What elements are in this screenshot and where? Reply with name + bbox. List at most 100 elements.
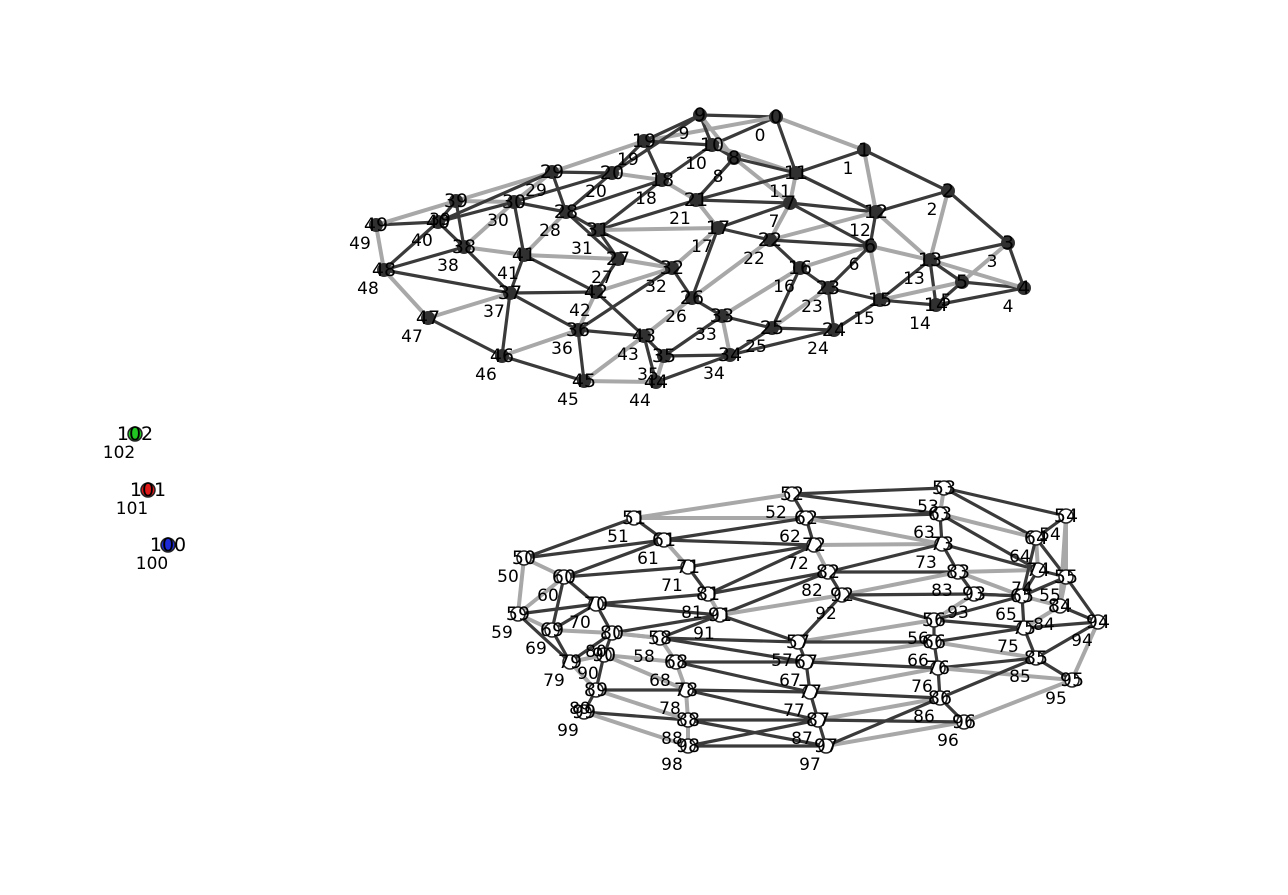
node-sublabel-14: 14 xyxy=(909,314,931,334)
lower-edge-87-86 xyxy=(816,696,942,722)
node-label-51: 51 xyxy=(622,507,646,529)
lower-edge-80-91 xyxy=(610,613,722,635)
node-sublabel-64: 64 xyxy=(1009,547,1031,567)
upper-edge-49-40 xyxy=(374,220,440,227)
node-75 xyxy=(1016,620,1032,636)
node-sublabel-66: 66 xyxy=(907,651,929,671)
node-29 xyxy=(545,165,559,179)
lower-edge-87-78 xyxy=(684,688,820,722)
node-label-42: 42 xyxy=(584,281,608,303)
node-74 xyxy=(1030,562,1046,578)
upper-edge-13-14 xyxy=(928,258,938,307)
node-94 xyxy=(1090,614,1106,630)
node-sublabel-86: 86 xyxy=(913,707,935,727)
upper-edge-20-30 xyxy=(512,171,614,204)
node-sublabel-77: 77 xyxy=(783,701,805,721)
lower-edge-51-52 xyxy=(632,492,794,520)
node-43 xyxy=(637,329,651,343)
upper-edge-0-1 xyxy=(774,115,866,152)
node-6 xyxy=(863,239,877,253)
node-102 xyxy=(127,426,143,442)
upper-edge-40-48 xyxy=(382,220,440,272)
node-9 xyxy=(693,108,707,122)
lower-edge-56-92 xyxy=(840,593,936,622)
lower-edge-71-72 xyxy=(686,543,816,569)
node-label-12: 12 xyxy=(864,201,888,223)
node-sublabel-85: 85 xyxy=(1009,667,1031,687)
node-label-50: 50 xyxy=(512,547,536,569)
node-sublabel-40: 40 xyxy=(411,231,433,251)
node-label-47: 47 xyxy=(416,307,440,329)
lower-edge-85-86 xyxy=(938,656,1038,700)
node-sublabel-7: 7 xyxy=(769,212,780,232)
node-sublabel-3: 3 xyxy=(987,252,998,272)
node-7 xyxy=(783,196,797,210)
node-sublabel-36: 36 xyxy=(551,339,573,359)
upper-edge-30-41 xyxy=(512,200,526,257)
lower-edge-60-61 xyxy=(562,538,666,579)
node-sublabel-94: 94 xyxy=(1071,631,1093,651)
node-sublabel-70: 70 xyxy=(569,613,591,633)
node-label-87: 87 xyxy=(806,709,830,731)
upper-edge-49-48 xyxy=(374,223,386,272)
node-label-85: 85 xyxy=(1024,647,1048,669)
node-61 xyxy=(656,532,672,548)
upper-edge-5-15 xyxy=(878,280,964,302)
node-sublabel-84: 84 xyxy=(1033,615,1055,635)
upper-edge-37-47 xyxy=(426,291,512,320)
node-15 xyxy=(873,293,887,307)
node-3 xyxy=(1001,236,1015,250)
upper-edge-40-30 xyxy=(436,200,516,224)
node-sublabel-65: 65 xyxy=(995,605,1017,625)
node-label-82: 82 xyxy=(816,561,840,583)
upper-edge-3-5 xyxy=(960,241,1010,284)
node-label-93: 93 xyxy=(962,583,986,605)
node-sublabel-48: 48 xyxy=(357,279,379,299)
lower-edge-78-77 xyxy=(684,688,812,694)
lower-edge-91-92 xyxy=(718,593,844,617)
lower-edge-55-65 xyxy=(1020,575,1068,598)
node-sublabel-43: 43 xyxy=(617,345,639,365)
upper-edge-0-9 xyxy=(698,113,778,119)
upper-edge-8-21 xyxy=(694,156,736,202)
upper-edge-21-7 xyxy=(694,198,792,205)
node-label-22: 22 xyxy=(758,229,782,251)
upper-edge-17-32 xyxy=(670,226,720,270)
upper-edge-17-22 xyxy=(716,226,772,242)
lower-edge-73-74 xyxy=(940,542,1040,572)
node-63 xyxy=(932,506,948,522)
node-sublabel-92: 92 xyxy=(815,604,837,624)
node-sublabel-16: 16 xyxy=(773,277,795,297)
node-label-20: 20 xyxy=(600,162,624,184)
upper-edge-33-35 xyxy=(662,314,724,358)
node-sublabel-59: 59 xyxy=(491,623,513,643)
upper-edge-6-23 xyxy=(826,244,872,290)
upper-edge-21-31 xyxy=(596,198,698,232)
lower-edge-50-51 xyxy=(522,516,636,560)
nodes-layer xyxy=(127,108,1106,754)
upper-edge-17-26 xyxy=(690,226,720,300)
node-label-102: 102 xyxy=(117,423,153,445)
node-58 xyxy=(652,630,668,646)
upper-edge-47-46 xyxy=(426,316,504,358)
node-label-99: 99 xyxy=(572,701,596,723)
lower-edge-67-58 xyxy=(658,636,808,664)
node-45 xyxy=(577,374,591,388)
node-sublabel-33: 33 xyxy=(695,325,717,345)
lower-edge-93-65 xyxy=(972,592,1024,598)
node-label-26: 26 xyxy=(680,287,704,309)
upper-edge-23-15 xyxy=(826,286,882,302)
upper-edge-25-34 xyxy=(728,326,774,357)
lower-edge-74-83 xyxy=(956,568,1040,574)
node-18 xyxy=(655,173,669,187)
node-label-59: 59 xyxy=(506,603,530,625)
node-66 xyxy=(926,634,942,650)
lower-edge-69-70 xyxy=(550,602,598,632)
node-91 xyxy=(712,607,728,623)
lower-edge-75-94 xyxy=(1022,620,1100,630)
upper-edge-6-16 xyxy=(798,244,872,270)
node-48 xyxy=(377,263,391,277)
node-sublabel-87: 87 xyxy=(791,729,813,749)
node-sublabel-82: 82 xyxy=(801,581,823,601)
